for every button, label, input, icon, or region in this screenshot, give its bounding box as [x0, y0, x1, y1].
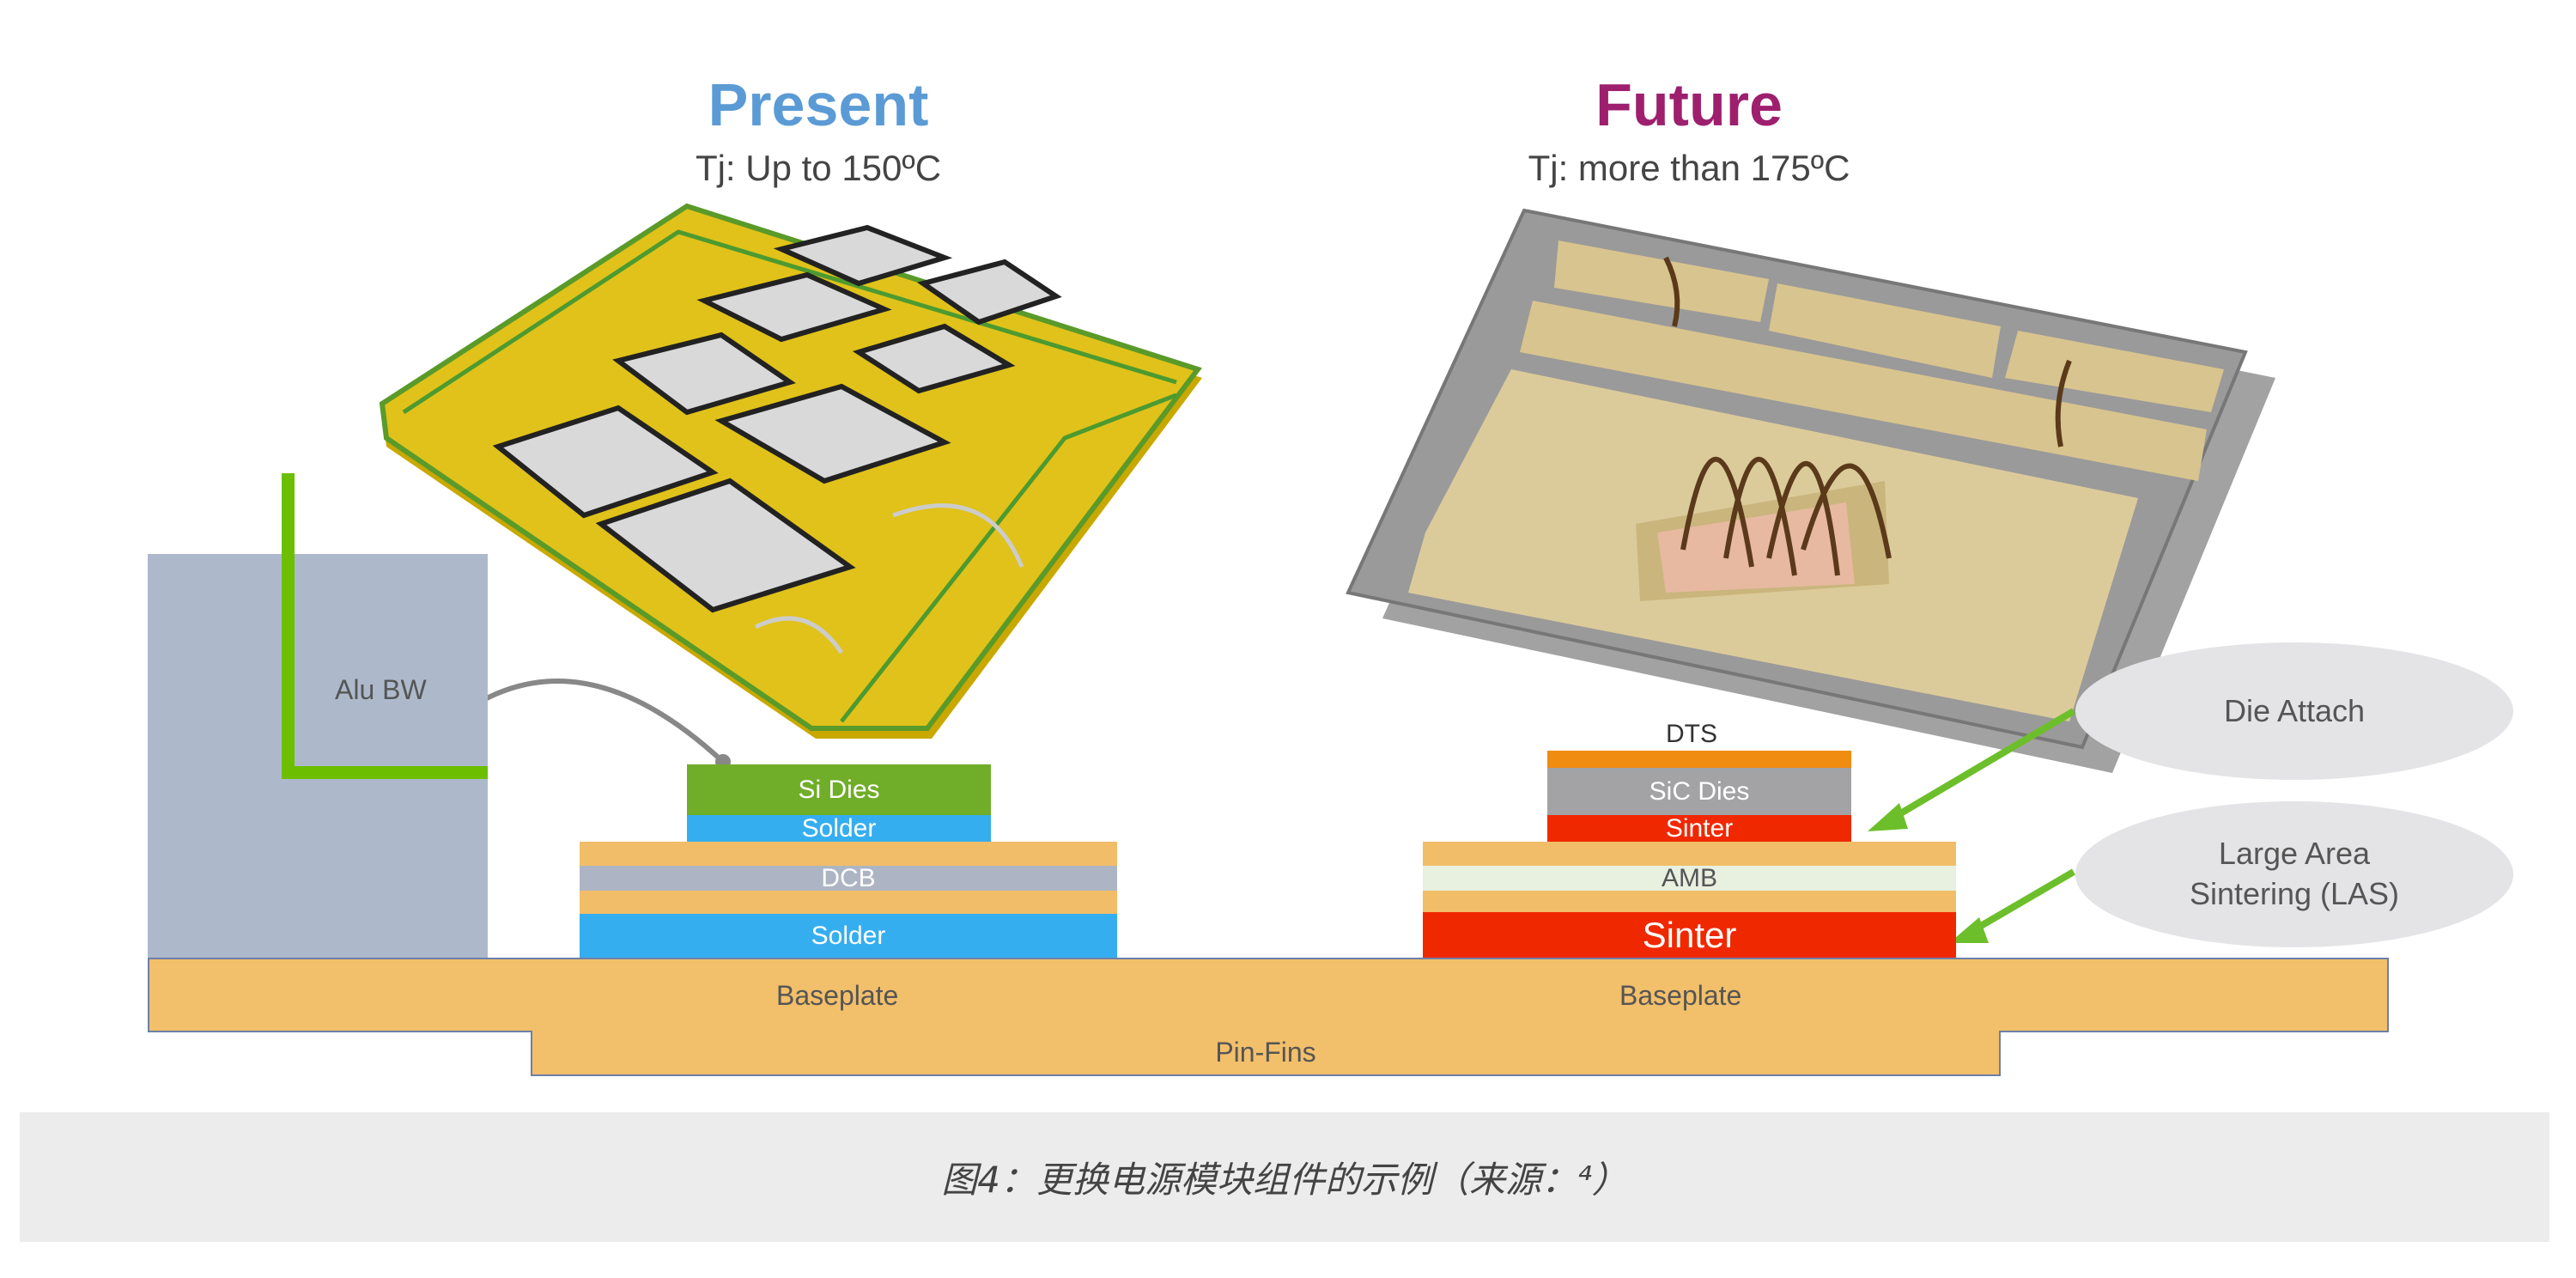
terminal-lead-horizontal [282, 766, 488, 779]
solder-top-layer: Solder [687, 815, 991, 842]
amb-copper-bottom [1423, 891, 1956, 912]
las-callout-text: Large Area Sintering (LAS) [2189, 836, 2400, 911]
sinter-bottom-layer: Sinter [1423, 912, 1956, 958]
las-callout: Large Area Sintering (LAS) [2075, 801, 2513, 947]
sinter-top-layer: Sinter [1547, 815, 1851, 842]
pin-fins: Pin-Fins [531, 1031, 2001, 1076]
dcb-copper-top [580, 842, 1117, 866]
future-module-image [1346, 208, 2275, 773]
sic-dies-layer: SiC Dies [1547, 768, 1851, 815]
dcb-copper-bottom [580, 891, 1117, 914]
dts-layer [1547, 751, 1851, 768]
future-title: Future [1595, 71, 1783, 138]
dcb-layer: DCB [580, 866, 1117, 891]
alu-bw-label: Alu BW [335, 674, 427, 705]
present-title: Present [708, 71, 929, 138]
present-subtitle: Tj: Up to 150ºC [695, 148, 942, 188]
future-subtitle: Tj: more than 175ºC [1528, 148, 1850, 188]
terminal-lead-vertical [282, 473, 295, 779]
amb-layer: AMB [1423, 866, 1956, 891]
die-attach-callout: Die Attach [2075, 642, 2513, 780]
terminal-block [148, 554, 488, 958]
figure-caption: 图4：更换电源模块组件的示例（来源：⁴） [20, 1112, 2549, 1242]
baseplate-label-left: Baseplate [776, 980, 899, 1011]
present-module-image [379, 203, 1202, 739]
si-dies-layer: Si Dies [687, 764, 991, 815]
dts-label: DTS [1666, 720, 1717, 748]
callout-arrows [1868, 708, 2076, 943]
solder-bottom-layer: Solder [580, 914, 1117, 958]
baseplate: Baseplate Baseplate [148, 958, 2389, 1032]
module-illustrations [379, 203, 2275, 943]
baseplate-label-right: Baseplate [1619, 980, 1742, 1011]
amb-copper-top [1423, 842, 1956, 866]
